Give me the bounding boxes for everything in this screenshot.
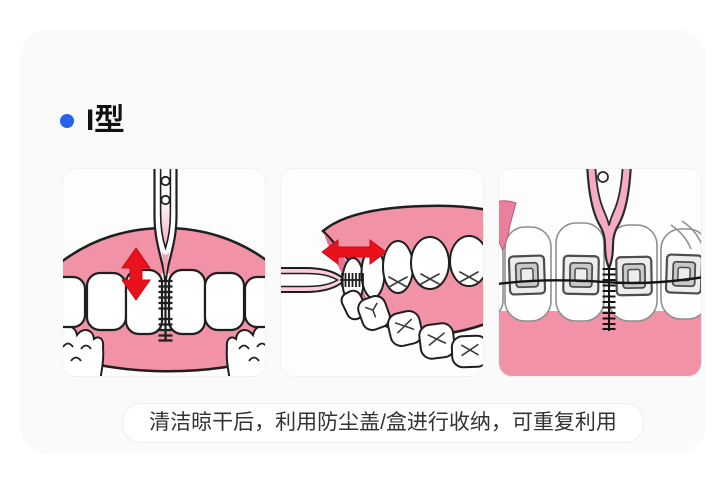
- upper-teeth-marks: [388, 271, 479, 288]
- lower-teeth: [340, 289, 483, 369]
- braces-bracket: [664, 253, 701, 295]
- side-tooth-hatches: [670, 220, 701, 250]
- gum-papilla-wedge: [499, 200, 517, 252]
- page-title: I型: [86, 104, 125, 137]
- brush-bristle: [340, 273, 364, 287]
- braces-bracket: [562, 254, 600, 296]
- caption-text: 清洁晾干后，利用防尘盖/盒进行收纳，可重复利用: [149, 411, 617, 434]
- illustration-row: [62, 168, 702, 377]
- interdental-brush-handle: [153, 169, 178, 282]
- section-header: I型: [60, 104, 124, 138]
- illustration-brush-vertical: [63, 169, 265, 376]
- bullet-dot-icon: [60, 114, 74, 128]
- lower-gum: [499, 311, 701, 376]
- braces-wire: [499, 276, 701, 286]
- brush-bristle: [158, 276, 173, 342]
- interdental-brush-handle: [281, 267, 343, 293]
- panel-braces-clean: [498, 168, 702, 377]
- illustration-brush-braces: [499, 169, 701, 376]
- braces-bracket: [507, 254, 547, 296]
- panel-vertical-clean: [62, 168, 266, 377]
- molars-left: [63, 325, 105, 376]
- content-card: I型: [20, 30, 706, 453]
- molars-right: [225, 325, 265, 376]
- upper-teeth: [341, 235, 483, 305]
- illustration-brush-horizontal: [281, 204, 483, 369]
- red-arrow-vertical: [121, 247, 151, 301]
- caption-pill: 清洁晾干后，利用防尘盖/盒进行收纳，可重复利用: [122, 403, 644, 443]
- brush-bristle: [602, 265, 616, 331]
- panel-horizontal-clean: [280, 168, 484, 377]
- braces-bracket: [615, 255, 653, 297]
- red-arrow-horizontal: [321, 239, 387, 265]
